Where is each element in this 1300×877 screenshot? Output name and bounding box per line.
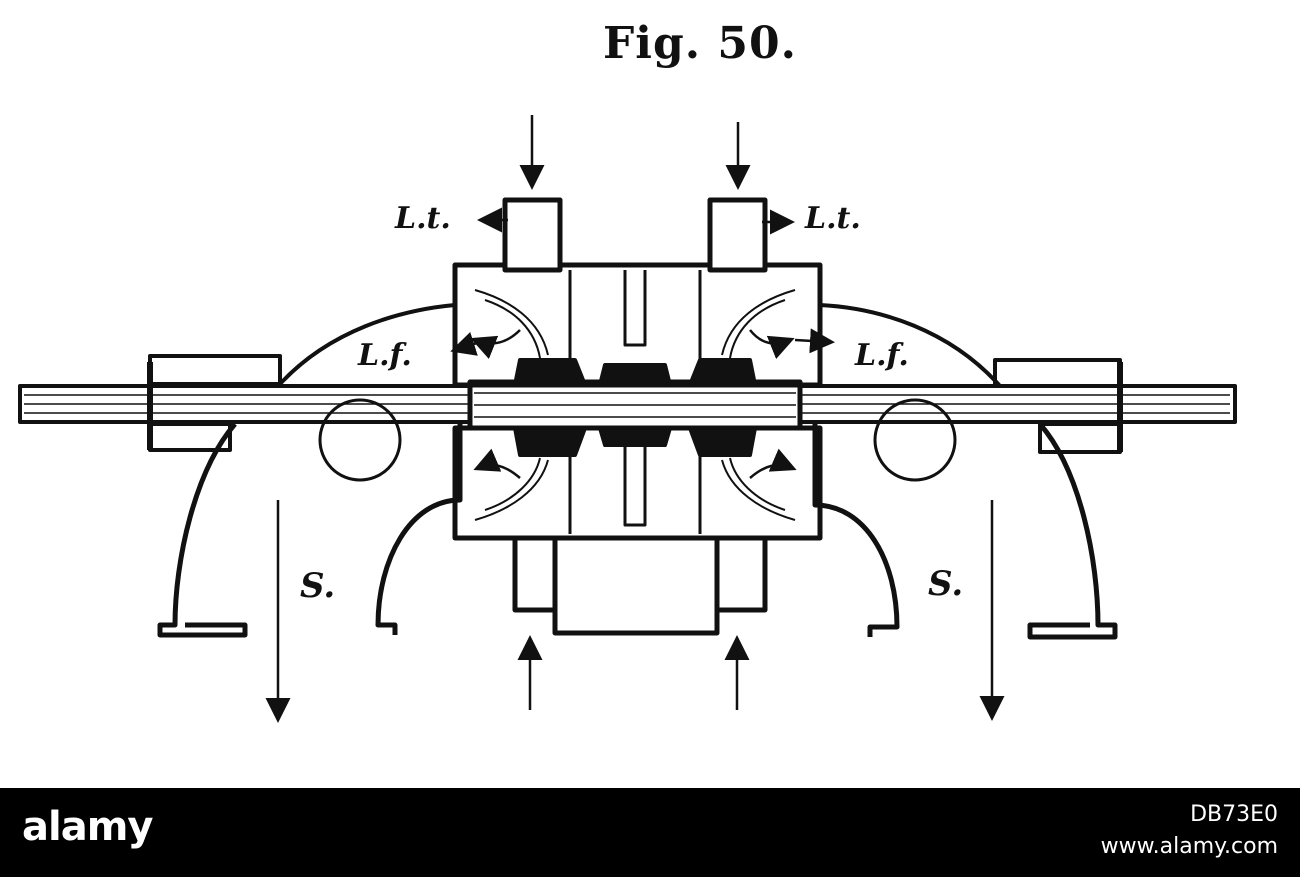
- image-id: DB73E0: [1190, 802, 1278, 827]
- label-lt-right: L.t.: [804, 201, 861, 236]
- turbine-section-drawing: L.t. L.t. L.f. L.f. S. S.: [18, 115, 1237, 723]
- arrow-flow-lower-left: [473, 448, 521, 479]
- right-exhaust-volute: [812, 422, 1118, 640]
- arrow-flow-upper-left: [470, 329, 521, 360]
- runner-hubs: [513, 358, 757, 457]
- label-s-right: S.: [928, 564, 963, 604]
- upper-right-cover: [818, 303, 1002, 388]
- watermark-footer: alamy DB73E0 www.alamy.com: [0, 788, 1300, 877]
- arrow-lf-right: [794, 328, 835, 354]
- arrow-flow-upper-right: [749, 329, 795, 360]
- shaft: [18, 379, 1237, 431]
- upper-left-cover: [278, 303, 457, 386]
- left-inspection-port: [318, 398, 402, 482]
- label-lf-left: L.f.: [357, 338, 412, 373]
- site-url: www.alamy.com: [1100, 834, 1278, 859]
- central-casing: [452, 197, 823, 636]
- label-lf-right: L.f.: [854, 338, 909, 373]
- label-s-left: S.: [300, 566, 335, 606]
- left-exhaust-volute: [157, 422, 463, 638]
- right-bearing: [993, 358, 1123, 454]
- right-inspection-port: [873, 398, 957, 482]
- flow-arrows: [265, 115, 1005, 723]
- guide-vanes: [474, 289, 796, 521]
- arrow-lf-left: [450, 331, 481, 356]
- brand-logo: alamy: [22, 804, 153, 850]
- label-lt-left: L.t.: [394, 201, 451, 236]
- figure-title: Fig. 50.: [603, 18, 797, 69]
- left-bearing: [147, 354, 282, 452]
- figure-area: Fig. 50.: [18, 18, 1237, 723]
- arrow-flow-lower-right: [749, 448, 797, 479]
